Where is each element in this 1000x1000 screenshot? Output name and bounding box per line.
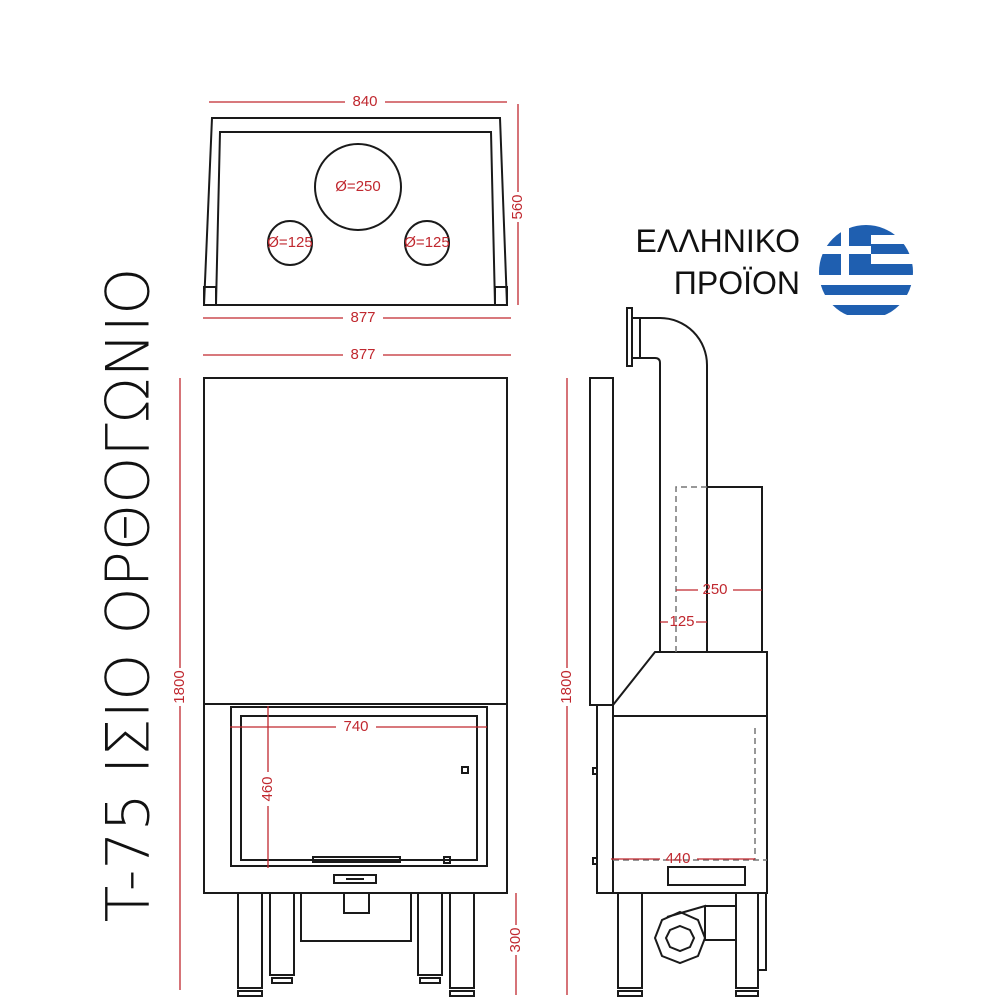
dim-840: 840 <box>352 93 377 110</box>
convection-box <box>707 486 763 652</box>
dim-1800-front: 1800 <box>171 670 188 703</box>
top-left-foot <box>203 286 217 306</box>
badge-line1: ΕΛΛΗΝΙΚΟ <box>636 223 800 259</box>
flue-pipe-inner <box>640 357 661 652</box>
top-right-foot <box>494 286 508 306</box>
fan-duct <box>666 904 736 941</box>
dim-877-top: 877 <box>350 309 375 326</box>
greek-product-badge: ΕΛΛΗΝΙΚΟ ΠΡΟΪΟΝ <box>636 223 913 319</box>
top-inner-frame <box>215 131 496 306</box>
flue-collar <box>631 317 641 359</box>
legs <box>237 892 475 997</box>
flue-left-circle <box>267 220 313 266</box>
dim-877-front: 877 <box>350 346 375 363</box>
door-latch <box>461 766 469 774</box>
front-body <box>203 377 508 894</box>
fan-hub <box>664 924 696 953</box>
badge-line2: ΠΡΟΪΟΝ <box>674 265 800 301</box>
door-frame <box>230 706 488 867</box>
door-glass <box>240 715 478 861</box>
door-handle <box>312 856 401 863</box>
dim-740: 740 <box>343 718 368 735</box>
firebox-outline <box>613 728 767 861</box>
dim-125: 125 <box>669 613 694 630</box>
side-hinge <box>592 767 598 775</box>
door-knob <box>443 856 451 864</box>
dim-460: 460 <box>259 776 276 801</box>
flue-right-circle <box>404 220 450 266</box>
air-control <box>333 874 377 884</box>
greek-flag-icon <box>819 225 913 319</box>
side-view: 250 125 440 1800 <box>558 307 768 997</box>
side-body <box>612 651 768 894</box>
side-lower-panel <box>596 704 614 894</box>
top-view: Ø=250 Ø=125 Ø=125 840 560 877 <box>202 93 526 326</box>
front-view: 877 740 460 1800 300 <box>171 346 524 997</box>
top-outer-frame <box>202 117 509 306</box>
flue-pipe-outer <box>640 317 708 652</box>
dim-250: 250 <box>702 581 727 598</box>
product-title: T-75 ΙΣΙΟ ΟΡΘΟΓΩΝΙΟ <box>94 268 164 923</box>
dim-300: 300 <box>507 927 524 952</box>
fan-outlet <box>343 892 370 914</box>
side-front-panel <box>589 377 614 706</box>
flue-left-label: Ø=125 <box>267 234 312 251</box>
dim-560: 560 <box>509 194 526 219</box>
convection-box-hidden <box>675 486 707 652</box>
dim-1800-side: 1800 <box>558 670 575 703</box>
side-drawer <box>667 866 746 886</box>
dim-440: 440 <box>665 850 690 867</box>
flue-right-label: Ø=125 <box>404 234 449 251</box>
side-hinge <box>592 857 598 865</box>
flue-main-label: Ø=250 <box>335 178 380 195</box>
flue-main-circle <box>314 143 402 231</box>
fan-housing <box>653 910 707 965</box>
fan-box <box>300 892 412 942</box>
